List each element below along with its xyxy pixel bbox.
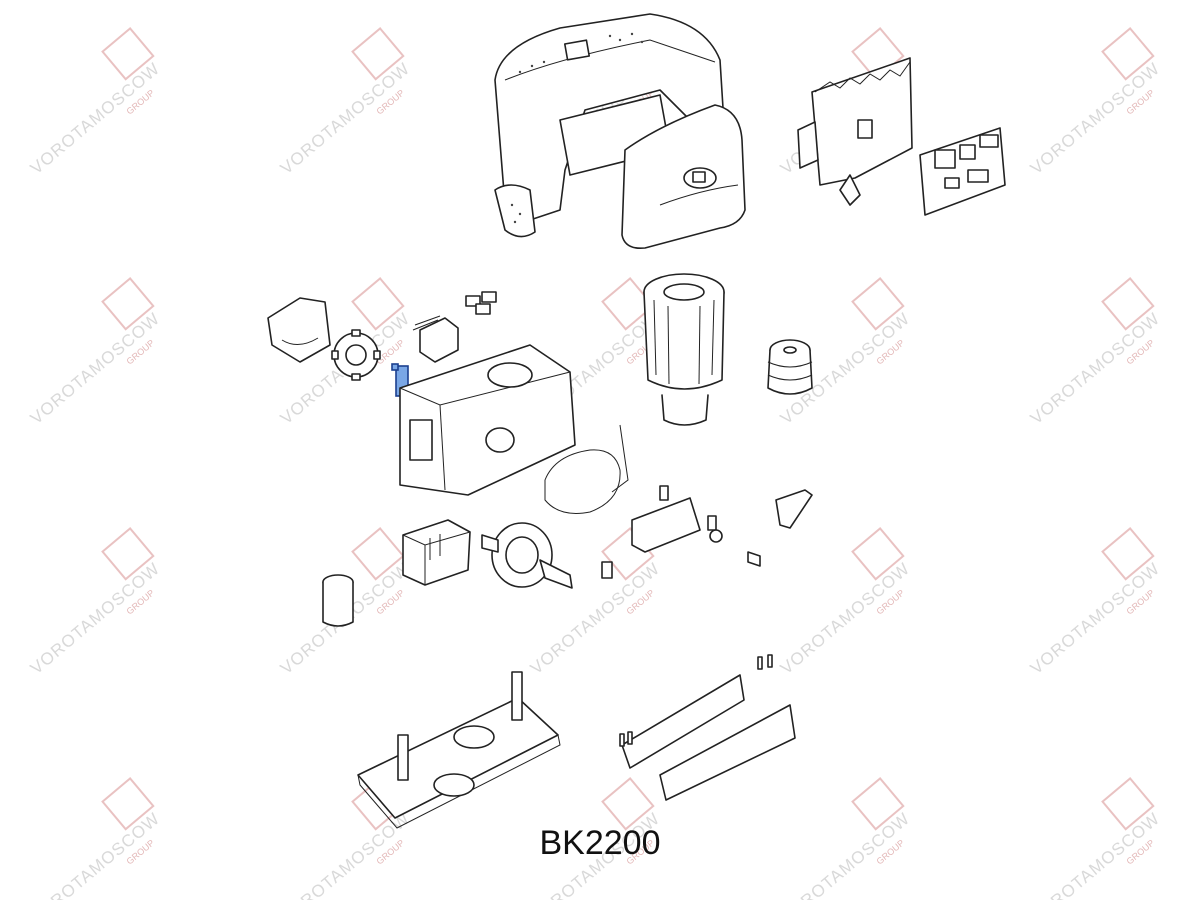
watermark-logo-icon bbox=[851, 777, 905, 831]
pinion-gear bbox=[331, 329, 381, 381]
watermark-logo-icon bbox=[101, 777, 155, 831]
watermark-logo-icon bbox=[351, 527, 405, 581]
watermark-logo-icon bbox=[351, 277, 405, 331]
model-label: BK2200 bbox=[539, 824, 661, 862]
watermark-text: VOROTAMOSCOW bbox=[277, 59, 414, 178]
watermark-logo-icon bbox=[1101, 527, 1155, 581]
watermark-logo-icon bbox=[101, 527, 155, 581]
watermark-text: VOROTAMOSCOW bbox=[777, 559, 914, 678]
cover-vent-dots bbox=[510, 32, 644, 224]
terminal-blocks bbox=[465, 291, 497, 315]
watermark-text: VOROTAMOSCOW bbox=[27, 59, 164, 178]
front-cover bbox=[621, 104, 746, 250]
small-screws bbox=[707, 489, 813, 567]
limit-switch-assembly bbox=[412, 315, 459, 363]
capacitor bbox=[322, 574, 354, 627]
motor-pulley bbox=[767, 339, 813, 395]
worm-gear-shaft bbox=[481, 522, 573, 589]
watermark-logo-icon bbox=[1101, 277, 1155, 331]
watermark-logo-icon bbox=[851, 527, 905, 581]
control-board-bracket bbox=[797, 57, 913, 206]
control-board bbox=[919, 127, 1006, 216]
watermark-text: VOROTAMOSCOW bbox=[1027, 559, 1164, 678]
watermark-text: VOROTAMOSCOW bbox=[1027, 59, 1164, 178]
pinion-cover bbox=[267, 297, 331, 363]
watermark-logo-icon bbox=[101, 277, 155, 331]
watermark-logo-icon bbox=[851, 277, 905, 331]
base-plate bbox=[357, 671, 561, 829]
gasket bbox=[544, 424, 629, 514]
watermark-logo-icon bbox=[1101, 777, 1155, 831]
watermark-logo-icon bbox=[601, 777, 655, 831]
watermark-text: VOROTAMOSCOW bbox=[27, 559, 164, 678]
watermark-text: VOROTAMOSCOW bbox=[1027, 309, 1164, 428]
gearbox-housing bbox=[399, 344, 576, 496]
watermark-logo-icon bbox=[101, 27, 155, 81]
watermark-logo-icon bbox=[1101, 27, 1155, 81]
connector bbox=[601, 561, 613, 579]
motor bbox=[643, 273, 725, 426]
watermark-text: VOROTAMOSCOW bbox=[27, 309, 164, 428]
rack-strips bbox=[619, 654, 796, 801]
watermark-logo-icon bbox=[351, 27, 405, 81]
watermark-logo-icon bbox=[601, 277, 655, 331]
transformer bbox=[402, 519, 471, 586]
encoder-bracket bbox=[631, 485, 701, 553]
